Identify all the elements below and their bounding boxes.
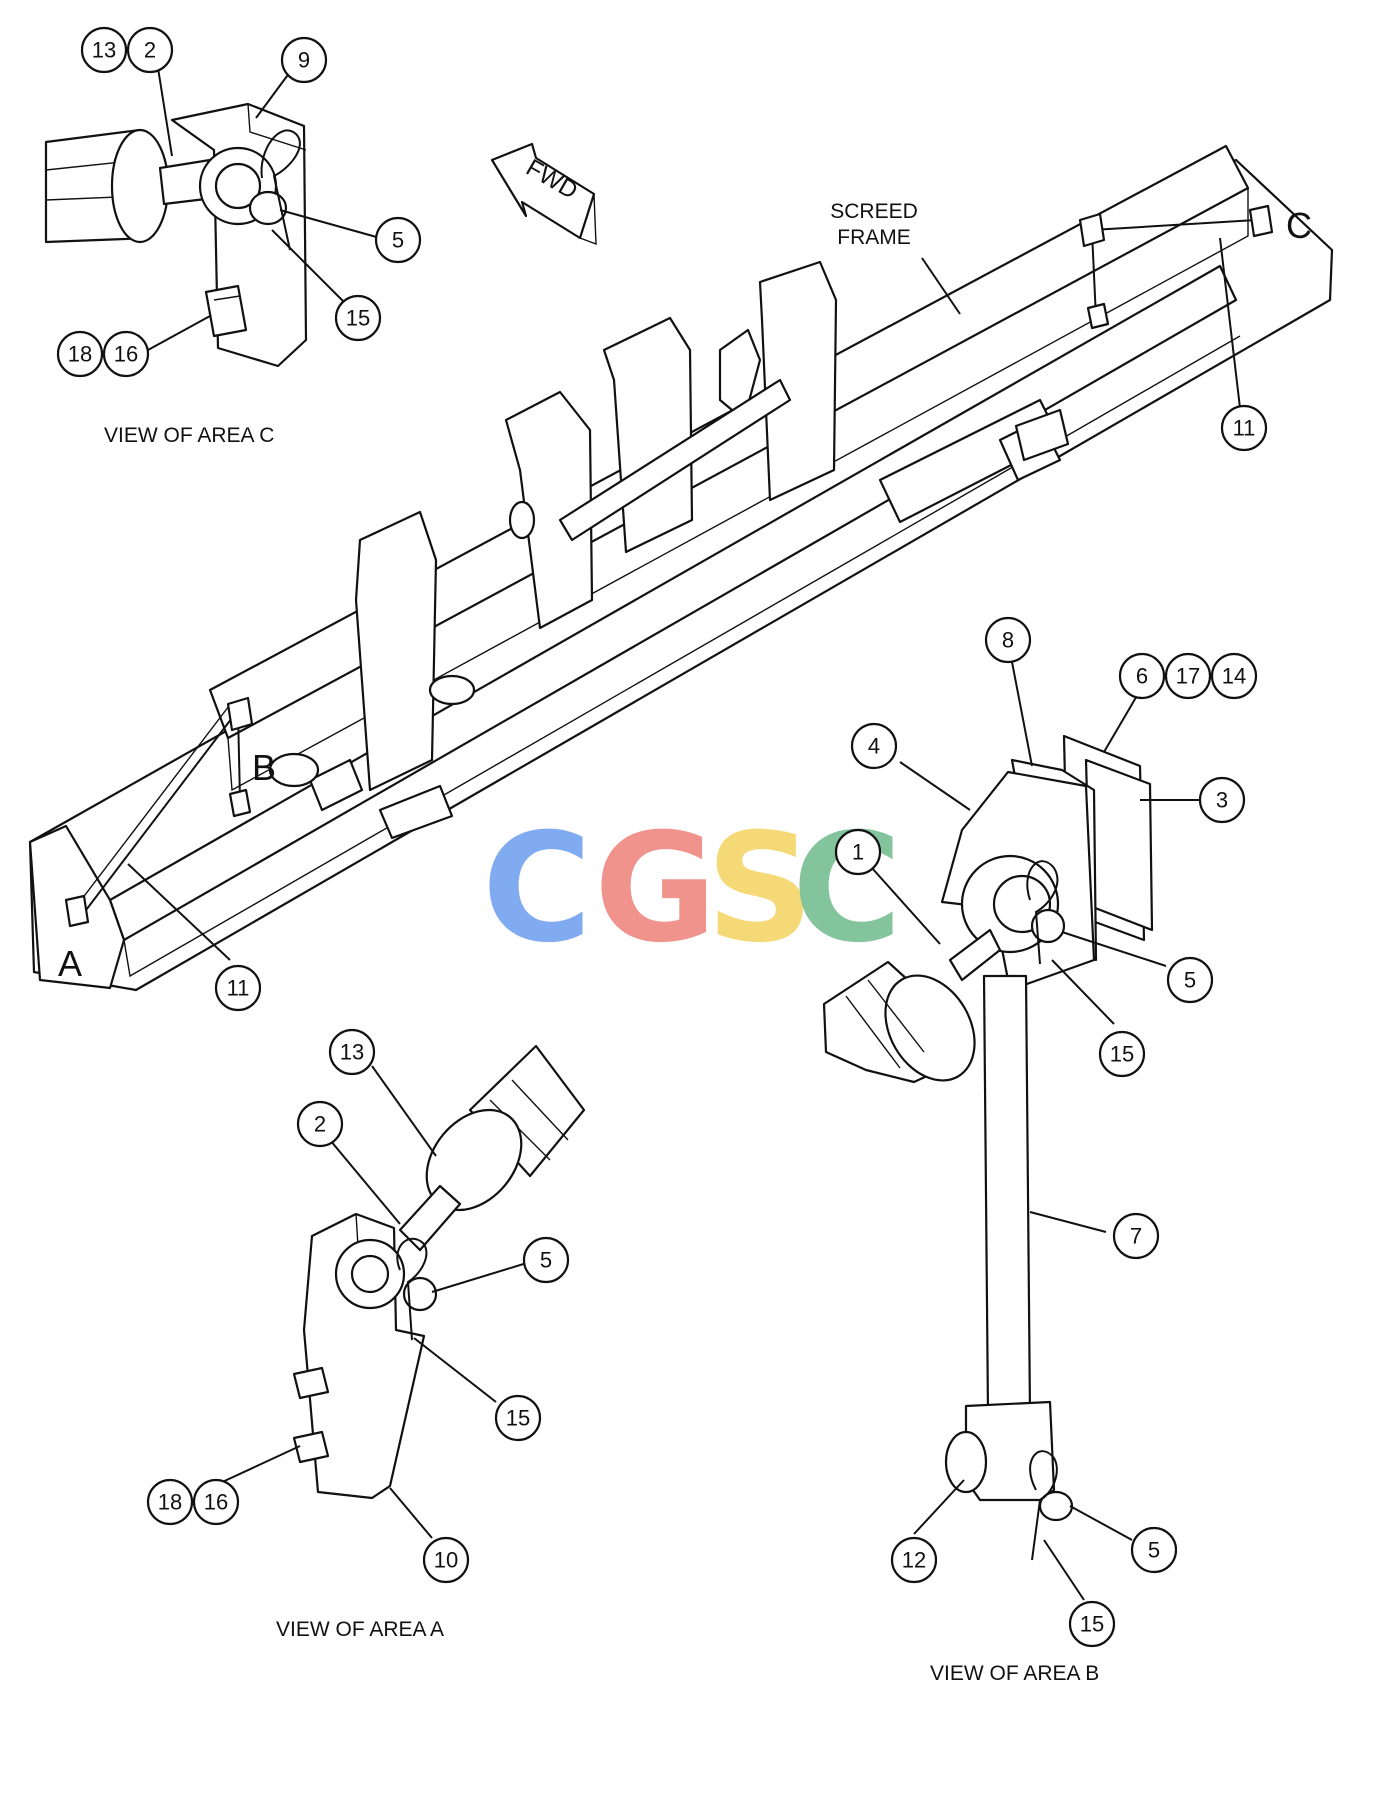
callout-15-b-bottom-label: 15 [1080,1612,1104,1637]
callout-3 [1198,776,1246,824]
callout-15-c-label: 15 [346,306,370,331]
callout-8 [984,616,1032,664]
callout-1-label: 1 [852,840,864,865]
callout-6-label: 6 [1136,664,1148,689]
area-a-letter: A [58,943,82,984]
callout-8-label: 8 [1002,628,1014,653]
callout-5-b-bottom-label: 5 [1148,1538,1160,1563]
callout-13-c [80,26,128,74]
watermark-letter-2: G [594,802,717,976]
callout-13-a-label: 13 [340,1040,364,1065]
callout-13-c-label: 13 [92,38,116,63]
view-area-b-illustration [822,661,1200,1601]
callout-15-a-label: 15 [506,1406,530,1431]
view-area-b-callouts: 8 6 17 14 4 3 1 5 15 7 12 5 15 [834,616,1258,1648]
callout-18-c-label: 18 [68,342,92,367]
callout-1 [834,828,882,876]
callout-4-label: 4 [868,734,880,759]
callout-11-left [214,964,262,1012]
callout-3-label: 3 [1216,788,1228,813]
callout-4 [850,722,898,770]
callout-11-right-label: 11 [1233,416,1256,441]
callout-5-c-label: 5 [392,228,404,253]
view-area-c-title: VIEW OF AREA C [104,424,274,447]
callout-16-a [192,1478,240,1526]
watermark: C G S C [482,802,902,976]
callout-10-label: 10 [434,1548,458,1573]
callout-2-a-label: 2 [314,1112,326,1137]
callout-12 [890,1536,938,1584]
area-c-letter: C [1286,205,1312,246]
watermark-letter-3: S [706,802,814,976]
watermark-letter-4: C [792,802,902,976]
fwd-arrow: FWD [490,142,597,246]
watermark-letter-1: C [482,802,592,976]
callout-17 [1164,652,1212,700]
callout-5-b-top [1166,956,1214,1004]
callout-12-label: 12 [902,1548,926,1573]
screed-frame-label-1: SCREED [830,200,918,223]
callout-11-left-label: 11 [227,976,250,1001]
view-area-a-callouts: 13 2 5 15 18 16 10 [146,1028,570,1584]
callout-15-b-top [1098,1030,1146,1078]
callout-2-a [296,1100,344,1148]
callout-7 [1112,1212,1160,1260]
callout-15-b-top-label: 15 [1110,1042,1134,1067]
callout-5-a [522,1236,570,1284]
callout-9-label: 9 [298,48,310,73]
callout-2-c [126,26,174,74]
callout-5-c [374,216,422,264]
screed-frame-illustration [28,144,1334,992]
callout-9 [280,36,328,84]
callout-6 [1118,652,1166,700]
callout-14-label: 14 [1222,664,1246,689]
callout-10 [422,1536,470,1584]
view-area-c-callouts: 13 2 9 5 15 18 16 [56,26,422,378]
callout-5-b-bottom [1130,1526,1178,1574]
view-area-a-title: VIEW OF AREA A [276,1618,444,1641]
callout-5-a-label: 5 [540,1248,552,1273]
callout-5-b-top-label: 5 [1184,968,1196,993]
callout-7-label: 7 [1130,1224,1142,1249]
callout-11-right [1220,404,1268,452]
callout-16-c [102,330,150,378]
callout-16-a-label: 16 [204,1490,228,1515]
callout-15-a [494,1394,542,1442]
callout-15-c [334,294,382,342]
callout-15-b-bottom [1068,1600,1116,1648]
callout-13-a [328,1028,376,1076]
screed-frame-label-2: FRAME [837,226,911,249]
view-area-c-illustration [44,67,381,368]
view-area-a-illustration [217,1044,586,1539]
callout-18-a-label: 18 [158,1490,182,1515]
area-b-letter: B [252,747,276,788]
callout-17-label: 17 [1176,664,1200,689]
callout-18-a [146,1478,194,1526]
screed-frame-callouts: 11 11 [214,404,1268,1012]
callout-16-c-label: 16 [114,342,138,367]
callout-18-c [56,330,104,378]
callout-2-c-label: 2 [144,38,156,63]
view-area-b-title: VIEW OF AREA B [930,1662,1099,1685]
callout-14 [1210,652,1258,700]
